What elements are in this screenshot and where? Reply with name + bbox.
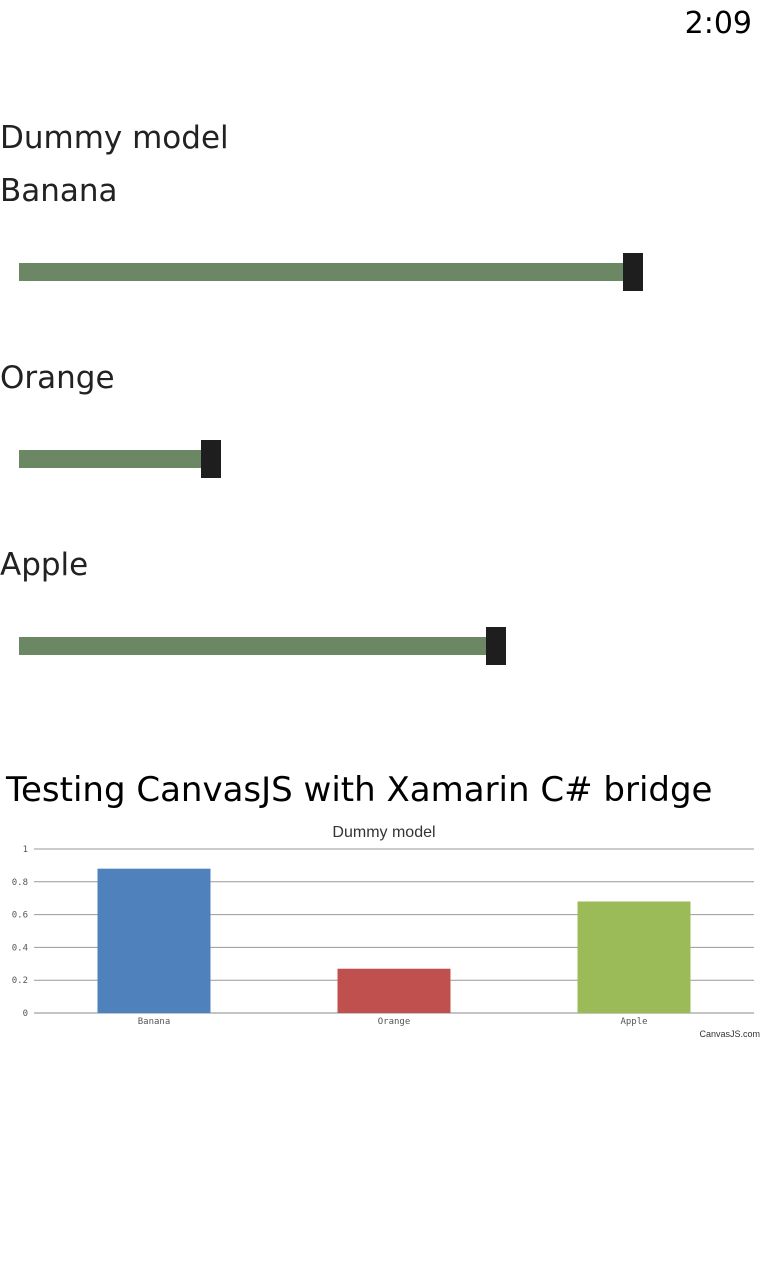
slider-thumb-orange[interactable] [201,440,221,478]
y-tick-label: 0.2 [12,976,28,986]
y-tick-label: 0.4 [12,943,28,953]
x-tick-label: Banana [138,1017,171,1027]
status-clock: 2:09 [684,6,752,41]
y-tick-label: 0.6 [12,911,28,921]
slider-label-apple: Apple [0,547,89,583]
bar-apple[interactable] [577,901,691,1013]
slider-thumb-banana[interactable] [623,253,643,291]
y-tick-label: 0.8 [12,878,28,888]
x-tick-label: Apple [620,1017,647,1027]
slider-fill-apple [19,637,496,655]
y-tick-label: 0 [23,1009,28,1019]
slider-fill-orange [19,450,211,468]
bar-chart: Dummy model 0 0.2 0.4 0.6 0.8 1 Banana Orange A… [0,815,768,1045]
slider-label-orange: Orange [0,360,115,396]
slider-banana[interactable] [19,253,643,291]
model-title: Dummy model [0,120,229,156]
slider-label-banana: Banana [0,173,118,209]
x-tick-label: Orange [378,1017,411,1027]
slider-fill-banana [19,263,633,281]
chart-svg: Dummy model 0 0.2 0.4 0.6 0.8 1 Banana Orange A… [12,824,760,1039]
bar-orange[interactable] [337,968,451,1013]
y-tick-label: 1 [23,845,28,855]
chart-credit[interactable]: CanvasJS.com [699,1029,760,1039]
chart-title: Dummy model [332,824,435,841]
slider-orange[interactable] [19,440,639,478]
chart-bars [97,868,691,1013]
bar-banana[interactable] [97,868,211,1013]
slider-thumb-apple[interactable] [486,627,506,665]
chart-heading: Testing CanvasJS with Xamarin C# bridge [6,770,713,810]
slider-apple[interactable] [19,627,639,665]
chart-x-axis-labels: Banana Orange Apple [138,1017,648,1027]
